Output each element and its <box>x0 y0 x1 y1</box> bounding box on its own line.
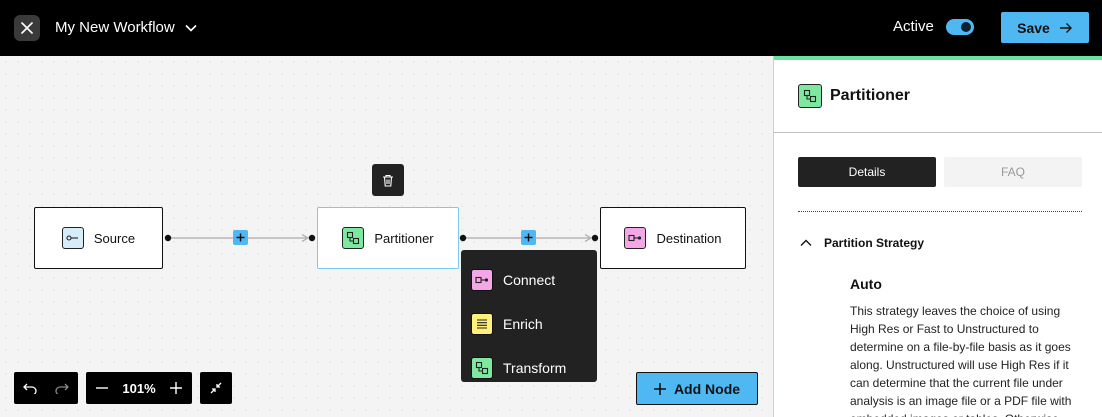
node-partitioner[interactable]: Partitioner <box>317 207 459 269</box>
strategy-name: Auto <box>850 276 882 292</box>
menu-item-transform[interactable]: Transform <box>461 346 597 390</box>
redo-icon <box>55 383 69 394</box>
chevron-down-icon <box>185 24 197 32</box>
add-node-between-button[interactable] <box>233 230 248 245</box>
workflow-canvas[interactable]: Source Partitioner Destination Connect <box>0 56 773 417</box>
active-status: Active <box>893 17 974 37</box>
close-icon <box>21 22 33 34</box>
menu-item-label: Connect <box>503 272 556 288</box>
node-source[interactable]: Source <box>34 207 163 269</box>
connect-icon <box>471 269 493 291</box>
active-label: Active <box>893 18 934 35</box>
menu-item-label: Enrich <box>503 316 543 332</box>
zoom-in-button[interactable] <box>160 372 192 404</box>
plus-icon <box>236 233 245 242</box>
menu-item-label: Transform <box>503 360 567 376</box>
add-node-label: Add Node <box>673 380 741 397</box>
fit-view-control <box>200 372 232 404</box>
dotted-divider <box>798 211 1082 212</box>
zoom-controls: 101% <box>86 372 192 404</box>
minus-icon <box>96 387 108 389</box>
source-output-port <box>164 234 172 242</box>
plus-icon <box>170 382 182 394</box>
menu-item-enrich[interactable]: Enrich <box>461 302 597 346</box>
tab-details[interactable]: Details <box>798 157 936 187</box>
panel-title: Partitioner <box>830 87 911 104</box>
divider <box>774 132 1102 133</box>
partitioner-icon <box>798 84 822 108</box>
add-node-button[interactable]: Add Node <box>636 372 758 405</box>
close-button[interactable] <box>14 15 40 41</box>
panel-header: Partitioner <box>798 84 910 108</box>
zoom-level: 101% <box>122 380 156 396</box>
workflow-title-dropdown[interactable]: My New Workflow <box>55 18 197 38</box>
section-title: Partition Strategy <box>824 236 925 250</box>
top-bar: My New Workflow Active Save <box>0 0 1102 56</box>
node-label: Source <box>93 230 136 246</box>
undo-icon <box>23 383 37 394</box>
plus-icon <box>524 233 533 242</box>
node-label: Destination <box>656 230 722 246</box>
partitioner-input-port <box>308 234 316 242</box>
redo-button[interactable] <box>46 372 78 404</box>
source-connector-icon <box>61 227 84 249</box>
enrich-icon <box>471 313 493 335</box>
strategy-description: This strategy leaves the choice of using… <box>850 304 1072 417</box>
arrow-right-icon <box>1059 22 1072 33</box>
save-label: Save <box>1017 19 1050 36</box>
node-destination[interactable]: Destination <box>600 207 746 269</box>
node-details-panel: Partitioner Details FAQ Partition Strate… <box>773 56 1102 417</box>
transform-icon <box>471 357 493 379</box>
partitioner-icon <box>342 227 365 249</box>
chevron-up-icon <box>800 239 812 246</box>
add-node-between-button[interactable] <box>521 230 536 245</box>
undo-button[interactable] <box>14 372 46 404</box>
plus-icon <box>653 382 666 395</box>
tab-faq[interactable]: FAQ <box>944 157 1082 187</box>
trash-icon <box>383 174 393 187</box>
save-button[interactable]: Save <box>1001 12 1089 43</box>
partitioner-output-port <box>459 234 467 242</box>
active-toggle[interactable] <box>945 19 974 35</box>
partition-strategy-toggle[interactable]: Partition Strategy <box>800 236 924 250</box>
workflow-title: My New Workflow <box>55 19 175 36</box>
node-label: Partitioner <box>374 230 434 246</box>
collapse-icon <box>210 382 222 394</box>
fit-view-button[interactable] <box>200 372 232 404</box>
destination-input-port <box>591 234 599 242</box>
node-type-menu: Connect Enrich Transform <box>461 250 597 382</box>
menu-item-connect[interactable]: Connect <box>461 258 597 302</box>
destination-connector-icon <box>624 227 647 249</box>
delete-node-button[interactable] <box>372 164 404 196</box>
history-controls <box>14 372 78 404</box>
zoom-out-button[interactable] <box>86 372 118 404</box>
panel-accent-bar <box>774 56 1102 60</box>
